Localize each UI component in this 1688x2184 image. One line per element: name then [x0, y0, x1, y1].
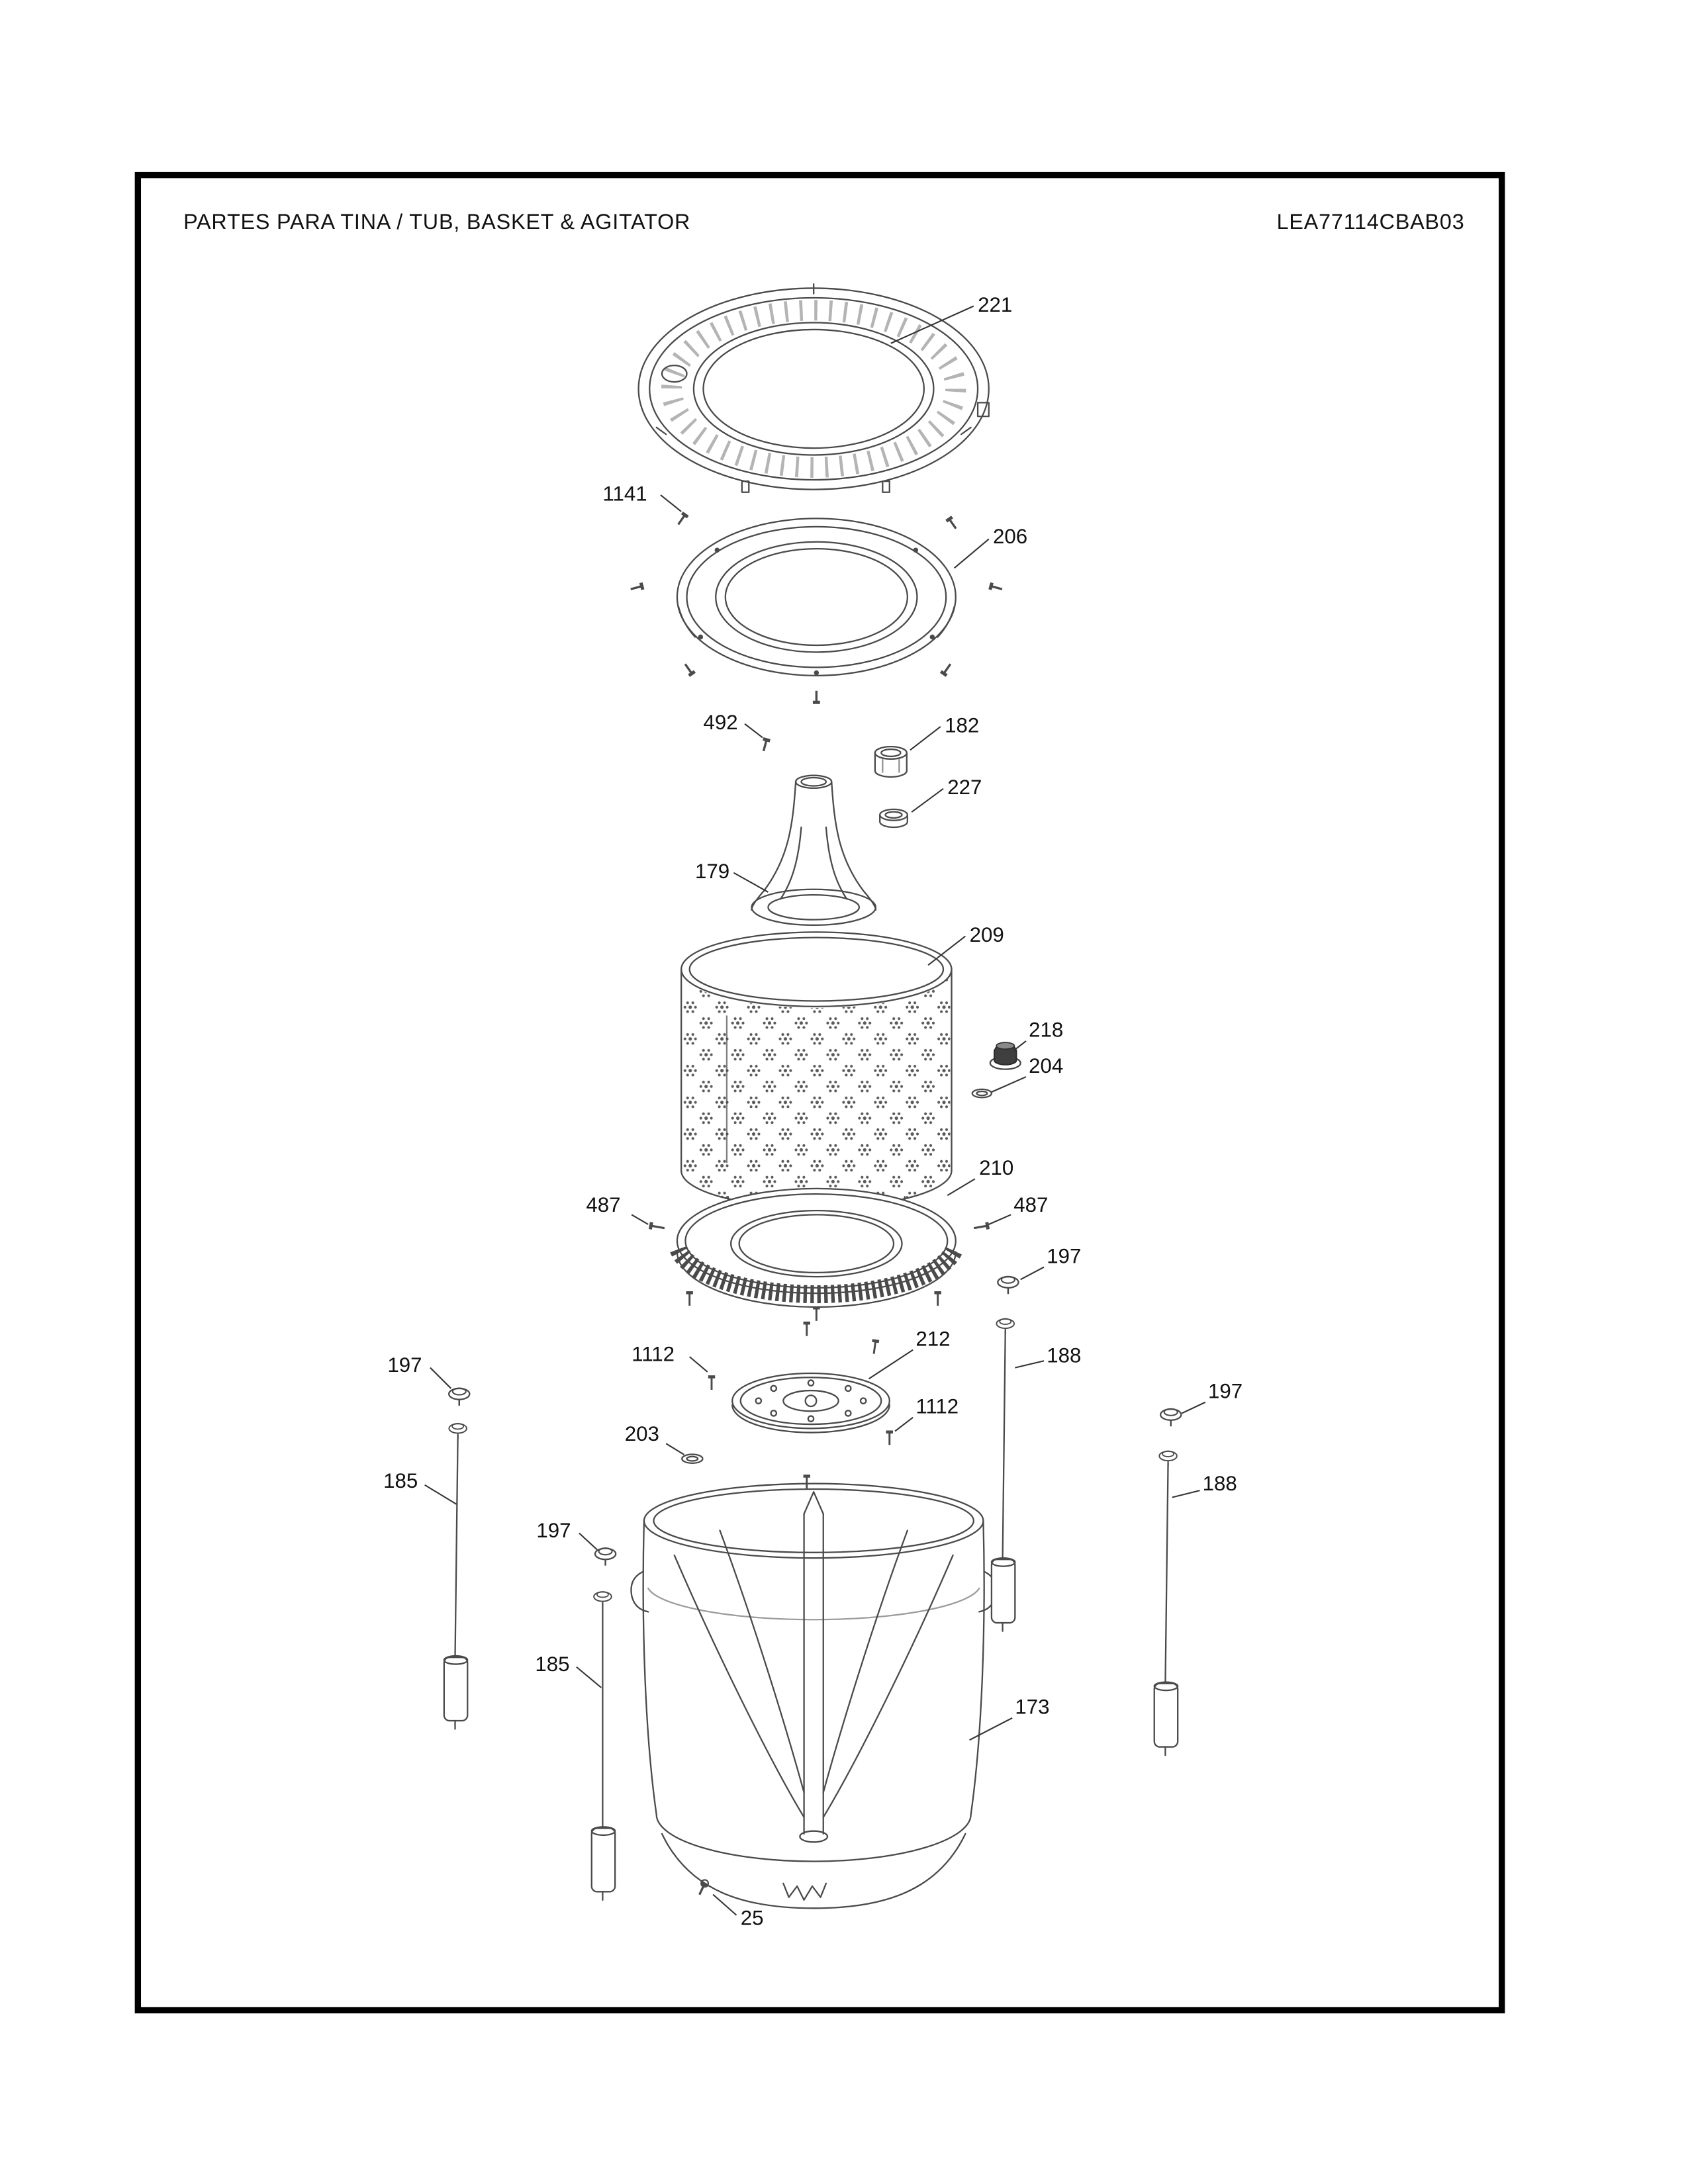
callout-label: 182	[945, 713, 979, 737]
part-suspension-rod-right-inner-188	[990, 1275, 1019, 1632]
callout-label: 1112	[632, 1342, 675, 1365]
callout-label: 209	[970, 923, 1004, 946]
callout-221: 221	[890, 293, 1012, 344]
callouts: 221 1141 206 492 182 227 179 209	[383, 293, 1243, 1930]
callout-label: 197	[1047, 1244, 1081, 1267]
callout-212: 212	[868, 1327, 950, 1380]
callout-label: 487	[1013, 1193, 1048, 1216]
callout-1141: 1141	[602, 482, 682, 512]
callout-218: 218	[1013, 1019, 1063, 1052]
callout-25: 25	[712, 1893, 764, 1929]
doc-code: LEA77114CBAB03	[1277, 210, 1465, 234]
callout-label: 203	[625, 1422, 659, 1445]
callout-label: 197	[1208, 1380, 1243, 1403]
part-agitator-179	[751, 774, 877, 927]
callout-label: 1141	[602, 482, 647, 505]
callout-1112-upper: 1112	[632, 1342, 708, 1373]
callout-188-right-outer: 188	[1172, 1472, 1237, 1498]
callout-label: 188	[1047, 1343, 1081, 1367]
part-tub-cover-221	[637, 283, 990, 493]
callout-487-left: 487	[586, 1193, 649, 1225]
callout-1112-lower: 1112	[894, 1394, 959, 1432]
part-seal-227	[879, 808, 908, 829]
callout-label: 173	[1015, 1696, 1049, 1719]
callout-label: 218	[1029, 1019, 1063, 1042]
part-suspension-rod-mid-left-185	[590, 1547, 617, 1901]
part-screws-487	[648, 1222, 990, 1230]
callout-173: 173	[969, 1696, 1049, 1741]
part-rotor-212	[708, 1322, 893, 1489]
callout-203: 203	[625, 1422, 684, 1455]
callout-label: 25	[741, 1906, 764, 1929]
callout-185-left-outer: 185	[383, 1469, 457, 1505]
callout-206: 206	[953, 525, 1027, 569]
page-border	[134, 171, 1505, 2014]
callout-label: 197	[536, 1519, 571, 1542]
callout-182: 182	[910, 713, 979, 751]
part-screw-25	[696, 1879, 708, 1896]
callout-492: 492	[704, 711, 763, 739]
callout-197-right-outer: 197	[1181, 1380, 1243, 1414]
callout-label: 212	[915, 1327, 950, 1350]
callout-210: 210	[947, 1156, 1013, 1197]
part-screw-492	[760, 738, 770, 752]
callout-188-right-inner: 188	[1015, 1343, 1081, 1369]
part-suspension-rod-right-outer-188	[1153, 1408, 1182, 1756]
callout-label: 185	[535, 1653, 569, 1676]
callout-227: 227	[911, 776, 982, 813]
callout-197-mid-left: 197	[536, 1519, 598, 1551]
part-suspension-rod-left-outer-185	[443, 1387, 471, 1730]
callout-label: 492	[704, 711, 738, 734]
part-nut-218	[989, 1042, 1021, 1070]
callout-label: 487	[586, 1193, 620, 1216]
callout-179: 179	[695, 860, 769, 893]
part-bushing-182	[874, 745, 908, 778]
callout-label: 210	[979, 1156, 1013, 1179]
callout-185-mid-left: 185	[535, 1653, 602, 1688]
callout-label: 221	[978, 293, 1012, 316]
callout-487-right: 487	[988, 1193, 1048, 1225]
part-tub-ring-210	[670, 1187, 963, 1308]
part-balance-ring-206	[676, 518, 957, 676]
callout-204: 204	[991, 1054, 1063, 1093]
callout-label: 1112	[915, 1394, 959, 1418]
callout-label: 227	[947, 776, 982, 799]
callout-197-right-inner: 197	[1020, 1244, 1081, 1281]
callout-label: 197	[387, 1353, 422, 1377]
callout-label: 204	[1029, 1054, 1063, 1077]
part-washer-204	[971, 1088, 993, 1099]
part-outer-tub-173	[630, 1482, 997, 1909]
part-washer-203	[681, 1453, 704, 1464]
part-basket-209	[680, 931, 953, 1226]
page-title: PARTES PARA TINA / TUB, BASKET & AGITATO…	[183, 210, 690, 234]
callout-label: 185	[383, 1469, 418, 1492]
callout-197-left-outer: 197	[387, 1353, 451, 1389]
callout-label: 206	[993, 525, 1027, 548]
callout-label: 179	[695, 860, 729, 883]
callout-209: 209	[927, 923, 1004, 966]
callout-label: 188	[1203, 1472, 1237, 1495]
